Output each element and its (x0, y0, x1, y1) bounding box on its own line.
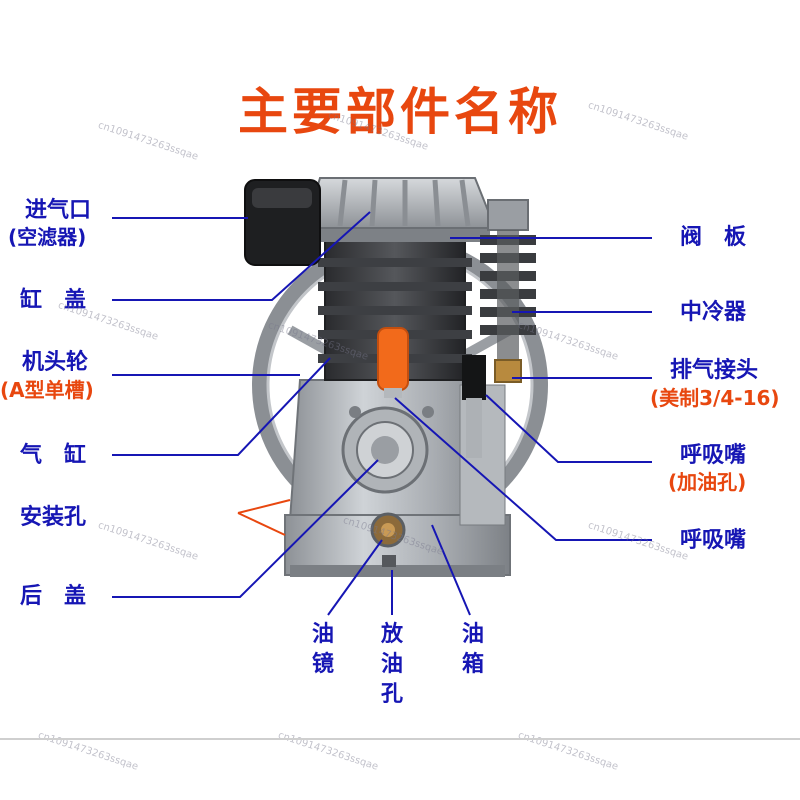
mount-hole-leaders (237, 499, 291, 536)
label-drain-hole: 放 油 孔 (380, 622, 403, 707)
leader-lines (112, 211, 652, 616)
leader-breather1 (485, 394, 652, 463)
intercooler-part (480, 199, 536, 383)
label-intake: 进气口 (25, 198, 92, 223)
leader-oil-sight (327, 539, 383, 616)
label-breather-1-sub: (加油孔) (668, 470, 747, 494)
crankcase-part (284, 379, 511, 577)
label-breather-1: 呼吸嘴 (680, 443, 747, 468)
label-oil-sight: 油 镜 (311, 622, 334, 677)
label-oil-tank: 油 箱 (461, 622, 484, 677)
label-rear-cover: 后 盖 (20, 584, 87, 609)
leader-cylinder-head (112, 211, 371, 301)
label-breather-2: 呼吸嘴 (680, 528, 747, 553)
page-title: 主要部件名称 (238, 83, 562, 141)
label-intake-sub: (空滤器) (8, 225, 87, 249)
label-flywheel-sub: (A型单槽) (0, 378, 94, 402)
oil-filler-cap-part (377, 327, 409, 398)
bottom-divider (0, 738, 800, 740)
cylinder-head-part (303, 177, 497, 242)
leader-cylinder (112, 357, 331, 456)
leader-rear-cover (112, 459, 379, 598)
leader-oil-tank (431, 524, 471, 616)
label-cylinder: 气 缸 (20, 443, 87, 468)
label-mount-holes: 安装孔 (20, 505, 87, 530)
label-exhaust-fitting: 排气接头 (670, 358, 759, 383)
label-cylinder-head: 缸 盖 (20, 288, 87, 313)
label-exhaust-fitting-sub: (美制3/4-16) (650, 386, 780, 410)
breather-pipe-part (462, 355, 486, 458)
label-valve-plate: 阀 板 (680, 225, 747, 250)
label-intercooler: 中冷器 (680, 300, 747, 325)
label-flywheel: 机头轮 (22, 350, 89, 375)
leader-breather2 (394, 397, 652, 541)
air-filter-part (244, 179, 321, 266)
